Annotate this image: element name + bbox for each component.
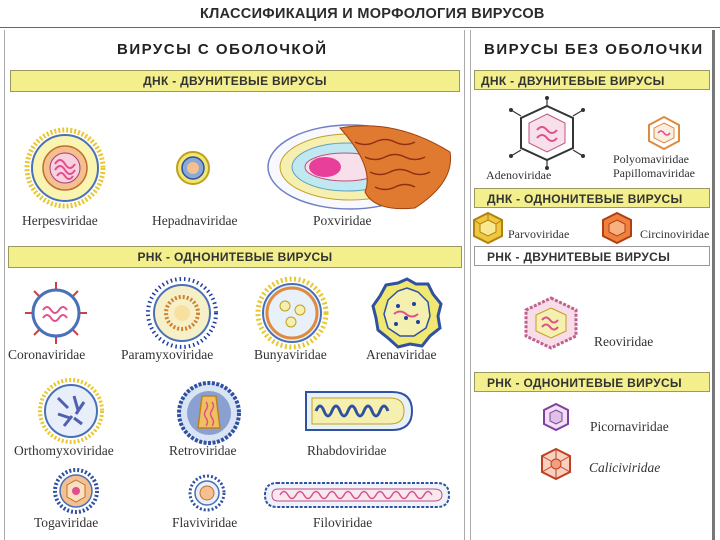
right-rna-ds-bar: РНК - ДВУНИТЕВЫЕ ВИРУСЫ bbox=[474, 246, 710, 266]
left-dna-ds-bar: ДНК - ДВУНИТЕВЫЕ ВИРУСЫ bbox=[10, 70, 460, 92]
page-title: КЛАССИФИКАЦИЯ И МОРФОЛОГИЯ ВИРУСОВ bbox=[200, 6, 545, 22]
polyomaviridae-virion bbox=[648, 115, 680, 151]
poxviridae-label: Poxviridae bbox=[313, 213, 372, 228]
left-border bbox=[4, 30, 5, 540]
title-underline bbox=[0, 27, 720, 28]
parvoviridae-label: Parvoviridae bbox=[508, 227, 570, 241]
column-divider-inner bbox=[470, 30, 471, 540]
enveloped-header: ВИРУСЫ С ОБОЛОЧКОЙ bbox=[117, 41, 328, 58]
orthomyxoviridae-label: Orthomyxoviridae bbox=[14, 443, 114, 458]
circinoviridae-label: Circinoviridae bbox=[640, 227, 710, 241]
filoviridae-virion bbox=[263, 482, 451, 508]
retroviridae-virion bbox=[177, 381, 241, 445]
reoviridae-label: Reoviridae bbox=[594, 334, 654, 349]
flaviviridae-label: Flaviviridae bbox=[172, 515, 238, 530]
paramyxoviridae-label: Paramyxoviridae bbox=[121, 347, 214, 362]
arenaviridae-virion bbox=[371, 277, 443, 349]
herpesviridae-label: Herpesviridae bbox=[22, 213, 98, 228]
left-rna-ss-bar: РНК - ОДНОНИТЕВЫЕ ВИРУСЫ bbox=[8, 246, 462, 268]
togaviridae-virion bbox=[53, 468, 99, 514]
togaviridae-label: Togaviridae bbox=[34, 515, 99, 530]
hepadnaviridae-label: Hepadnaviridae bbox=[152, 213, 238, 228]
herpesviridae-virion bbox=[24, 127, 106, 209]
rhabdoviridae-virion bbox=[305, 391, 414, 431]
caliciviridae-label: Caliciviridae bbox=[589, 460, 661, 475]
orthomyxoviridae-virion bbox=[38, 378, 104, 444]
adenoviridae-label: Adenoviridae bbox=[486, 168, 552, 182]
picornaviridae-virion bbox=[543, 402, 569, 432]
caliciviridae-virion bbox=[541, 447, 571, 481]
poxviridae-virion bbox=[267, 124, 452, 210]
arenaviridae-label: Arenaviridae bbox=[366, 347, 437, 362]
right-dna-ds-bar: ДНК - ДВУНИТЕВЫЕ ВИРУСЫ bbox=[474, 70, 710, 90]
reoviridae-virion bbox=[524, 296, 578, 350]
paramyxoviridae-virion bbox=[146, 277, 218, 349]
right-dna-ss-bar: ДНК - ОДНОНИТЕВЫЕ ВИРУСЫ bbox=[474, 188, 710, 208]
filoviridae-label: Filoviridae bbox=[313, 515, 373, 530]
flaviviridae-virion bbox=[188, 474, 226, 512]
coronaviridae-virion bbox=[25, 282, 87, 344]
bunyaviridae-virion bbox=[255, 276, 329, 350]
hepadnaviridae-virion bbox=[176, 151, 210, 185]
circinoviridae-virion bbox=[602, 211, 632, 245]
parvoviridae-virion bbox=[473, 211, 503, 245]
papillomaviridae-label: Papillomaviridae bbox=[613, 166, 695, 180]
adenoviridae-virion bbox=[509, 96, 585, 170]
column-divider bbox=[464, 30, 465, 540]
rhabdoviridae-label: Rhabdoviridae bbox=[307, 443, 387, 458]
non-enveloped-header: ВИРУСЫ БЕЗ ОБОЛОЧКИ bbox=[484, 41, 704, 58]
coronaviridae-label: Coronaviridae bbox=[8, 347, 86, 362]
right-border bbox=[712, 30, 715, 540]
bunyaviridae-label: Bunyaviridae bbox=[254, 347, 327, 362]
right-rna-ss-bar: РНК - ОДНОНИТЕВЫЕ ВИРУСЫ bbox=[474, 372, 710, 392]
polyomaviridae-label: Polyomaviridae bbox=[613, 152, 689, 166]
retroviridae-label: Retroviridae bbox=[169, 443, 237, 458]
picornaviridae-label: Picornaviridae bbox=[590, 419, 669, 434]
